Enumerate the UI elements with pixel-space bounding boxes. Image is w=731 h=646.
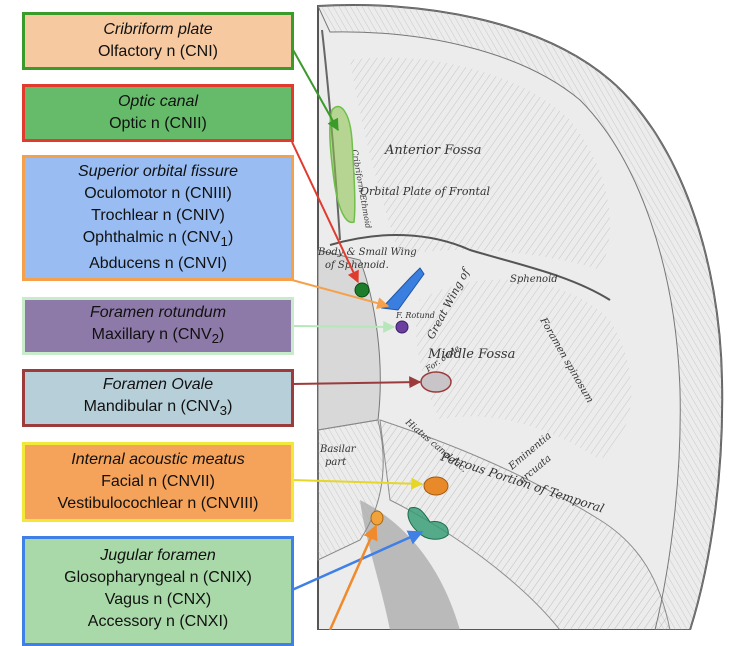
vestibulocochlear-nerve-label: Vestibulocochlear n (CNVIII) [57,495,259,512]
optic-canal-title: Optic canal [117,93,199,110]
facial-nerve-label: Facial n (CNVII) [101,473,215,490]
foramen-ovale-title: Foramen Ovale [102,375,214,393]
engr-body-small-wing: Body & Small Wing [317,247,417,258]
middle-fossa-shading [416,279,632,460]
ophthalmic-nerve-text: Ophthalmic n (CNV [82,228,221,246]
superior-orbital-fissure-box: Superior orbital fissure Oculomotor n (C… [22,155,294,281]
engr-middle-fossa: Middle Fossa [427,347,515,362]
skull-base-engraving: Anterior Fossa Orbital Plate of Frontal … [317,3,724,630]
jugular-foramen-box: Jugular foramen Glosopharyngeal n (CNIX)… [22,536,294,646]
optic-canal-box: Optic canal Optic n (CNII) [22,84,294,142]
optic-nerve-label: Optic n (CNII) [109,115,207,132]
abducens-nerve-label: Abducens n (CNVI) [89,255,227,273]
glosopharyngeal-nerve-label: Glosopharyngeal n (CNIX) [64,569,252,586]
maxillary-nerve-label: Maxillary n (CNV2) [91,325,225,347]
cribriform-plate-title: Cribriform plate [103,21,213,38]
ophthalmic-subscript: 1 [220,234,228,250]
oculomotor-nerve-label: Oculomotor n (CNIII) [84,184,232,202]
foramen-rotundum-title: Foramen rotundum [89,303,227,321]
engr-basilar: Basilar [319,444,357,455]
petrous-ridge [379,419,671,630]
foramen-ovale-box: Foramen Ovale Mandibular n (CNV3) [22,369,294,427]
skull-wall [317,4,723,630]
mandibular-subscript: 3 [219,403,228,419]
internal-acoustic-meatus-box: Internal acoustic meatus Facial n (CNVII… [22,442,294,522]
engr-sphenoid: Sphenoid [510,274,558,285]
anterior-fossa-shading [350,57,610,270]
mandibular-nerve-text: Mandibular n (CNV [83,397,220,415]
accessory-nerve-label: Accessory n (CNXI) [87,613,229,630]
vagus-nerve-label: Vagus n (CNX) [104,591,212,608]
jugular-foramen-title: Jugular foramen [100,547,216,564]
internal-acoustic-meatus-title: Internal acoustic meatus [71,451,245,468]
olfactory-nerve-label: Olfactory n (CNI) [97,43,218,60]
cribriform-plate-box: Cribriform plate Olfactory n (CNI) [22,12,294,70]
maxillary-subscript: 2 [211,331,220,347]
mandibular-nerve-label: Mandibular n (CNV3) [83,397,233,419]
engr-rotundum: F. Rotund [395,311,435,320]
sphenoid-ridge [329,233,611,301]
foramen-rotundum-box: Foramen rotundum Maxillary n (CNV2) [22,297,294,355]
maxillary-nerve-text: Maxillary n (CNV [91,325,212,343]
engr-anterior-fossa: Anterior Fossa [384,143,481,158]
trochlear-nerve-label: Trochlear n (CNIV) [91,206,225,224]
engr-of-sphenoid: of Sphenoid. [325,260,389,271]
engr-basilar-part: part [325,457,347,468]
superior-orbital-fissure-title: Superior orbital fissure [77,162,239,180]
ophthalmic-nerve-label: Ophthalmic n (CNV1) [82,228,234,250]
engr-orbital-plate: Orbital Plate of Frontal [360,185,491,198]
